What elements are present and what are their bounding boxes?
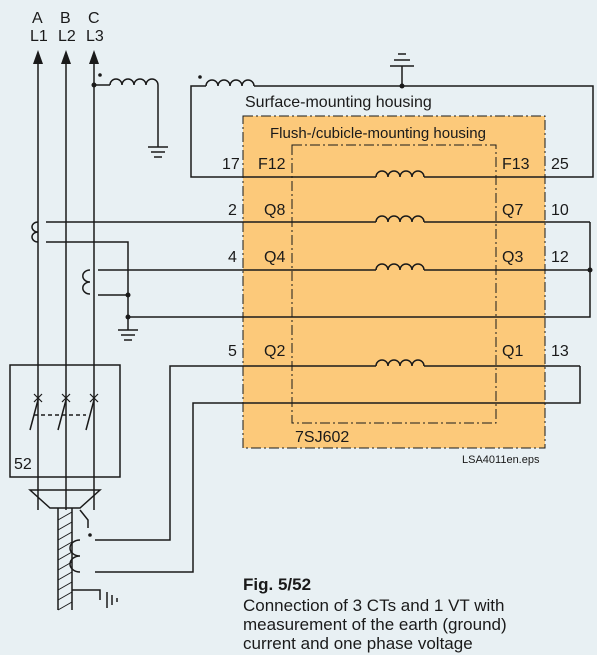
terminal-5: 5: [228, 343, 237, 360]
coil-q8-q7: [375, 215, 425, 223]
ground-icon: [118, 329, 138, 341]
phase-c-letter: C: [88, 10, 100, 27]
device-label: 7SJ602: [295, 429, 350, 446]
phase-a-line: L1: [30, 28, 48, 45]
terminal-12: 12: [551, 249, 569, 266]
terminal-4: 4: [228, 249, 237, 266]
ground-icon: [390, 53, 414, 67]
file-name: LSA4011en.eps: [462, 454, 540, 466]
junction-dots: [88, 73, 593, 537]
caption-line-2: measurement of the earth (ground): [243, 615, 507, 634]
cable-termination: [28, 489, 102, 509]
caption-line-1: Connection of 3 CTs and 1 VT with: [243, 596, 505, 615]
terminal-q8: Q8: [264, 202, 286, 219]
phase-b-letter: B: [60, 10, 71, 27]
flush-housing-box: [291, 144, 497, 424]
flush-housing-label: Flush-/cubicle-mounting housing: [270, 125, 486, 142]
terminal-10: 10: [551, 202, 569, 219]
phase-c-line: L3: [86, 28, 104, 45]
coil-q2-q1: [375, 359, 425, 367]
terminal-q1: Q1: [502, 343, 524, 360]
terminal-q2: Q2: [264, 343, 286, 360]
phase-b-line: L2: [58, 28, 76, 45]
terminal-13: 13: [551, 343, 569, 360]
terminal-q3: Q3: [502, 249, 524, 266]
ground-icon: [106, 592, 118, 608]
coil-f12-f13: [375, 170, 425, 178]
terminal-17: 17: [222, 156, 240, 173]
terminal-25: 25: [551, 156, 569, 173]
ct-phase-a-coil: [31, 221, 39, 243]
vt-secondary-coil: [205, 79, 255, 87]
surface-housing-label: Surface-mounting housing: [245, 94, 432, 111]
ground-icon: [148, 146, 168, 158]
coil-q4-q3: [375, 263, 425, 271]
terminal-f12: F12: [258, 156, 286, 173]
surface-housing-box: [242, 115, 546, 449]
vt-primary-coil: [109, 78, 159, 86]
terminal-2: 2: [228, 202, 237, 219]
terminal-q4: Q4: [264, 249, 286, 266]
caption-line-3: current and one phase voltage: [243, 634, 473, 653]
breaker-contacts: [29, 399, 95, 431]
breaker-label: 52: [14, 456, 32, 473]
phase-arrows: [33, 50, 99, 64]
ct-phase-b-coil: [82, 269, 91, 295]
terminal-q7: Q7: [502, 202, 524, 219]
terminal-f13: F13: [502, 156, 530, 173]
phase-a-letter: A: [32, 10, 43, 27]
circuit-breaker-box: [9, 364, 121, 478]
figure-title: Fig. 5/52: [243, 575, 312, 594]
